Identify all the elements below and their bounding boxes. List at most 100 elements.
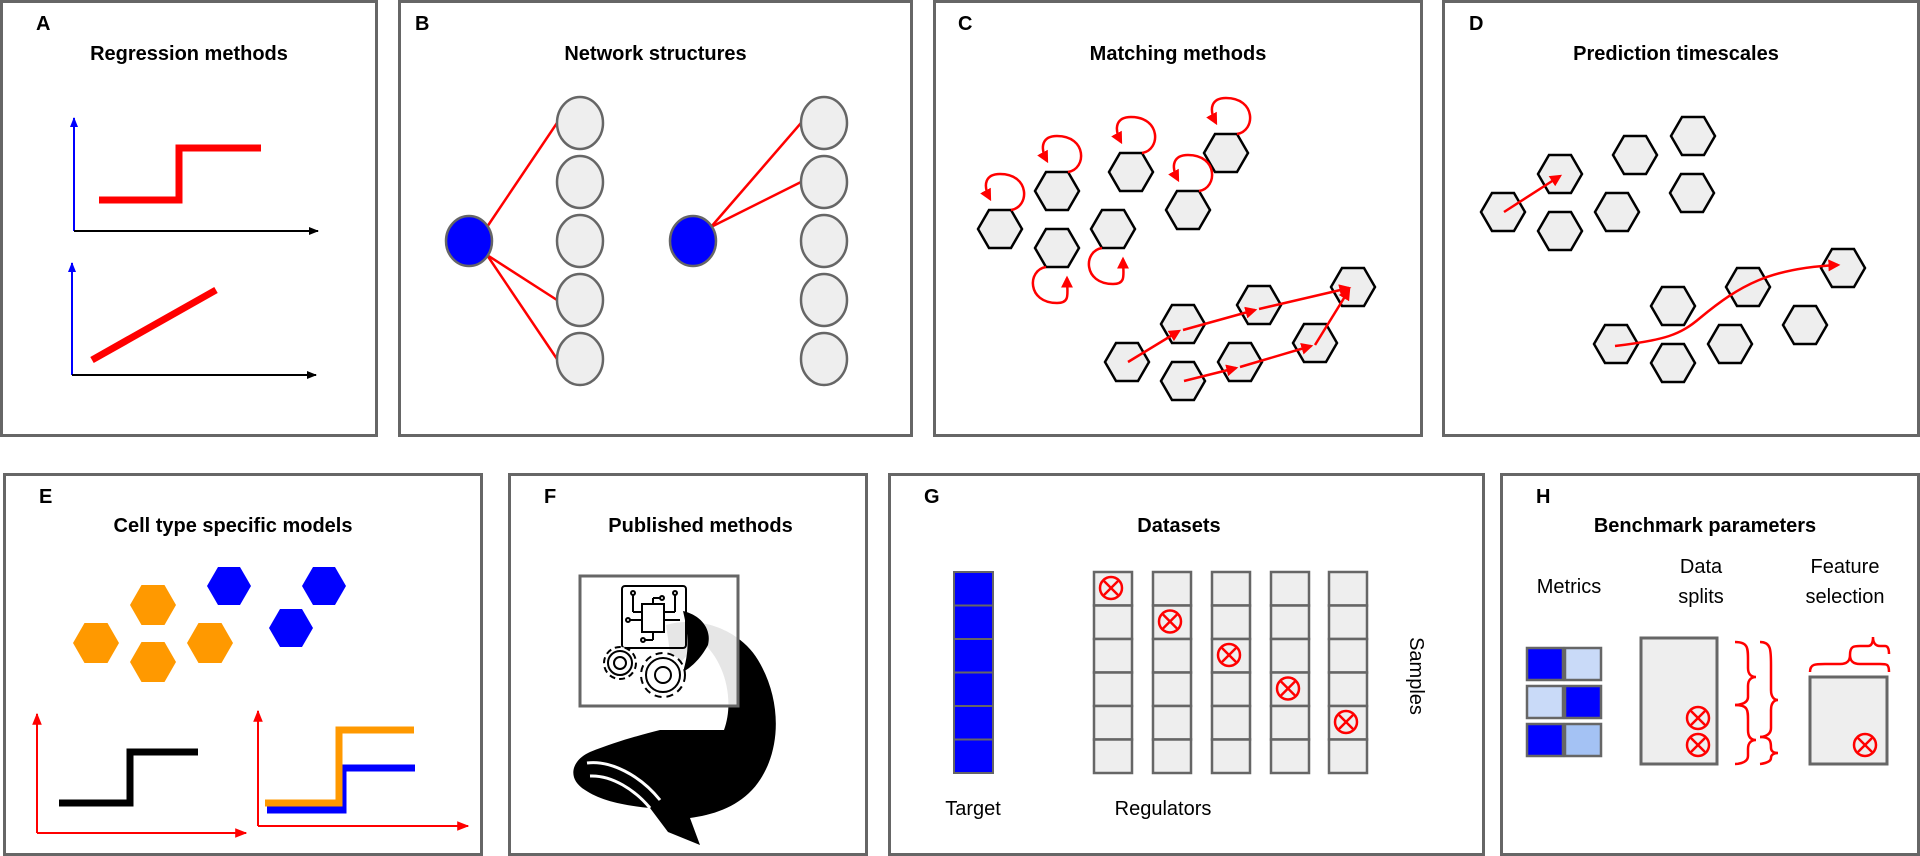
panel-letter: F <box>544 486 557 508</box>
whale-tail-icon <box>683 611 709 672</box>
blue-step-line <box>267 764 415 814</box>
panel-title: Cell type specific models <box>113 515 353 537</box>
regulators-label: Regulators <box>1115 798 1212 820</box>
cell-hexagon <box>1033 170 1081 212</box>
data-splits-label-line1: Data <box>1680 556 1723 578</box>
panel-title: Datasets <box>1137 515 1221 537</box>
cell-hexagon <box>976 208 1024 250</box>
regulator-node <box>555 95 605 151</box>
prediction-diagram <box>1479 115 1867 384</box>
panel-title: Benchmark parameters <box>1593 515 1817 537</box>
target-node <box>444 214 494 268</box>
linear-regression-plot <box>68 262 317 379</box>
metric-cell <box>1563 722 1603 758</box>
dataset-matrix <box>953 570 1369 775</box>
self-loop-arrow <box>1031 265 1074 305</box>
network-diagram <box>444 95 849 387</box>
global-model-plot <box>32 712 248 838</box>
blue-cell-hexagon <box>302 567 346 605</box>
target-cell <box>953 604 994 640</box>
cell-hexagon <box>1669 115 1717 157</box>
regulator-cell <box>1092 738 1134 775</box>
cell-hexagon <box>1164 189 1212 231</box>
target-cell <box>953 738 994 774</box>
regulator-cell <box>1151 637 1193 674</box>
panel-title: Regression methods <box>90 43 288 65</box>
regulator-node <box>799 272 849 328</box>
held-out-marker-icon <box>1852 732 1878 758</box>
panel-title: Prediction timescales <box>1573 43 1779 65</box>
cross <box>1221 647 1237 663</box>
orange-step-line <box>265 726 414 807</box>
circuit-board-icon <box>621 585 687 649</box>
orange-cell-hexagon <box>73 623 119 663</box>
cross <box>1280 680 1296 697</box>
panel-letter: D <box>1469 13 1484 35</box>
feature-selection-label-line1: Feature <box>1811 556 1880 578</box>
regulator-cell <box>1327 671 1369 708</box>
circle <box>1098 575 1124 601</box>
held-out-marker-icon <box>1157 609 1183 634</box>
regulator-cell <box>1327 604 1369 641</box>
regulator-node <box>555 272 605 328</box>
regulator-cell <box>1151 570 1193 607</box>
cross <box>1338 714 1354 730</box>
samples-label: Samples <box>1405 637 1427 715</box>
matching-arrow <box>1239 342 1314 369</box>
data-splits-label-line2: splits <box>1678 586 1724 608</box>
regulatory-edge <box>485 122 559 228</box>
regulatory-edge <box>485 254 559 360</box>
regulator-node <box>555 331 605 387</box>
cell-hexagon <box>1724 266 1772 308</box>
regulator-cell <box>1269 704 1311 741</box>
feature-selection-label-line2: selection <box>1806 586 1885 608</box>
regulator-cell <box>1269 604 1311 641</box>
regulator-cell <box>1327 637 1369 674</box>
regulator-cell <box>1092 671 1134 708</box>
regulator-node <box>799 213 849 269</box>
regulator-cell <box>1151 671 1193 708</box>
panel-title: Matching methods <box>1089 43 1267 65</box>
cross <box>1690 737 1706 753</box>
metric-cell <box>1525 646 1565 682</box>
circle <box>1685 705 1711 731</box>
matching-arrow <box>1258 284 1352 311</box>
regulator-cell <box>1210 570 1252 607</box>
regulator-cell <box>1269 570 1311 607</box>
regulator-node <box>799 331 849 387</box>
target-label: Target <box>945 798 1001 820</box>
self-loop-arrow <box>1037 134 1083 174</box>
regulatory-edge <box>486 253 558 302</box>
step-regression-plot <box>70 117 319 235</box>
panel-title: Network structures <box>564 43 747 65</box>
cell-hexagon <box>1593 191 1641 233</box>
cell-hexagon <box>1089 208 1137 250</box>
cross <box>1162 613 1178 630</box>
regulator-cell <box>1210 671 1252 708</box>
cell-hexagon <box>1107 151 1155 193</box>
regulatory-edge <box>710 180 802 229</box>
circle <box>1333 709 1359 735</box>
target-cell <box>953 671 994 707</box>
circle <box>1157 609 1183 634</box>
gear-icon-large <box>640 652 686 698</box>
panel-letter: H <box>1536 486 1551 508</box>
target-node <box>668 214 718 268</box>
black-step-line <box>59 748 198 807</box>
cell-hexagon <box>1706 323 1754 365</box>
regulator-node <box>555 154 605 210</box>
cell-specific-model-plot <box>253 709 470 831</box>
panel-e-cell-type-specific-models: E Cell type specific models <box>3 473 483 856</box>
held-out-marker-icon <box>1333 709 1359 735</box>
cell-hexagon <box>1202 132 1250 174</box>
regulator-cell <box>1269 637 1311 674</box>
blue-cell-hexagon <box>207 567 251 605</box>
cell-hexagon <box>1479 191 1527 233</box>
cell-hexagon <box>1159 360 1207 402</box>
orange-cell-hexagon <box>187 623 233 663</box>
held-out-marker-icon <box>1275 676 1301 701</box>
cell-hexagon <box>1103 341 1151 383</box>
cell-hexagon <box>1819 247 1867 289</box>
metrics-label: Metrics <box>1537 576 1601 598</box>
cell-hexagon <box>1649 342 1697 384</box>
